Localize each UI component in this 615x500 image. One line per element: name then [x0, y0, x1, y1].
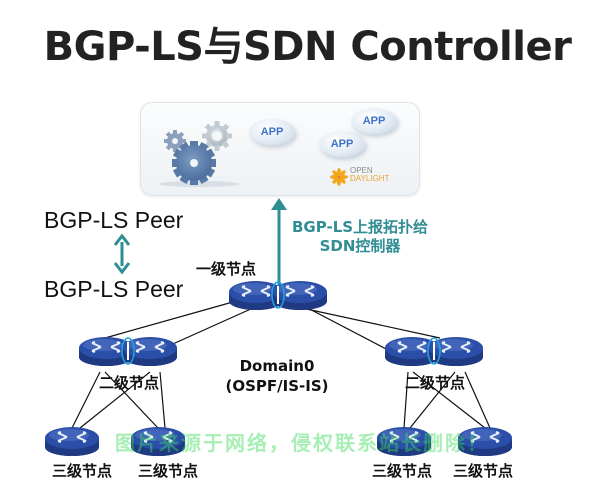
level3-node-label: 三级节点 [138, 462, 199, 480]
level2-node-label-right: 二级节点 [405, 374, 466, 392]
level3-router [377, 427, 431, 456]
level3-router [45, 427, 99, 456]
logo-line2: DAYLIGHT [350, 174, 390, 183]
level2-router-left-b [123, 337, 177, 366]
peer-double-arrow-icon [113, 233, 131, 275]
stack-link-icon [121, 337, 135, 365]
page-title: BGP-LS与SDN Controller [43, 24, 572, 70]
level3-router [131, 427, 185, 456]
level1-router-b [273, 281, 327, 310]
watermark: 图片来源于网络，侵权联系站长删除！ [115, 431, 489, 455]
app-bubble: APP [319, 131, 365, 157]
app-bubble: APP [249, 119, 295, 145]
level3-router [458, 427, 512, 456]
bgp-ls-peer-bottom: BGP-LS Peer [44, 276, 184, 302]
report-label-line2: SDN控制器 [319, 237, 401, 255]
gears-icon [159, 121, 239, 187]
level2-router-right-a [385, 337, 439, 366]
domain-label: Domain0 (OSPF/IS-IS) [218, 356, 336, 396]
report-label-line1: BGP-LS上报拓扑给 [292, 218, 429, 236]
sdn-controller-box: APP APP APP [140, 102, 420, 196]
level2-router-left-a [79, 337, 133, 366]
level3-node-label: 三级节点 [372, 462, 433, 480]
stack-link-icon [271, 281, 285, 309]
domain-protocol: (OSPF/IS-IS) [225, 377, 329, 395]
domain-name: Domain0 [239, 357, 315, 375]
level1-router-a [229, 281, 283, 310]
report-arrow-icon [271, 198, 287, 292]
sun-flower-icon [330, 168, 348, 186]
report-topology-label: BGP-LS上报拓扑给 SDN控制器 [292, 218, 428, 256]
level3-node-label: 三级节点 [453, 462, 514, 480]
bgp-ls-peer-top: BGP-LS Peer [44, 207, 184, 233]
logo-line1: OPEN [350, 166, 373, 175]
app-bubble: APP [351, 108, 397, 134]
level2-router-right-b [429, 337, 483, 366]
level1-node-label: 一级节点 [196, 260, 257, 278]
level2-node-label-left: 二级节点 [99, 374, 160, 392]
level3-node-label: 三级节点 [52, 462, 113, 480]
stack-link-icon [427, 337, 441, 365]
